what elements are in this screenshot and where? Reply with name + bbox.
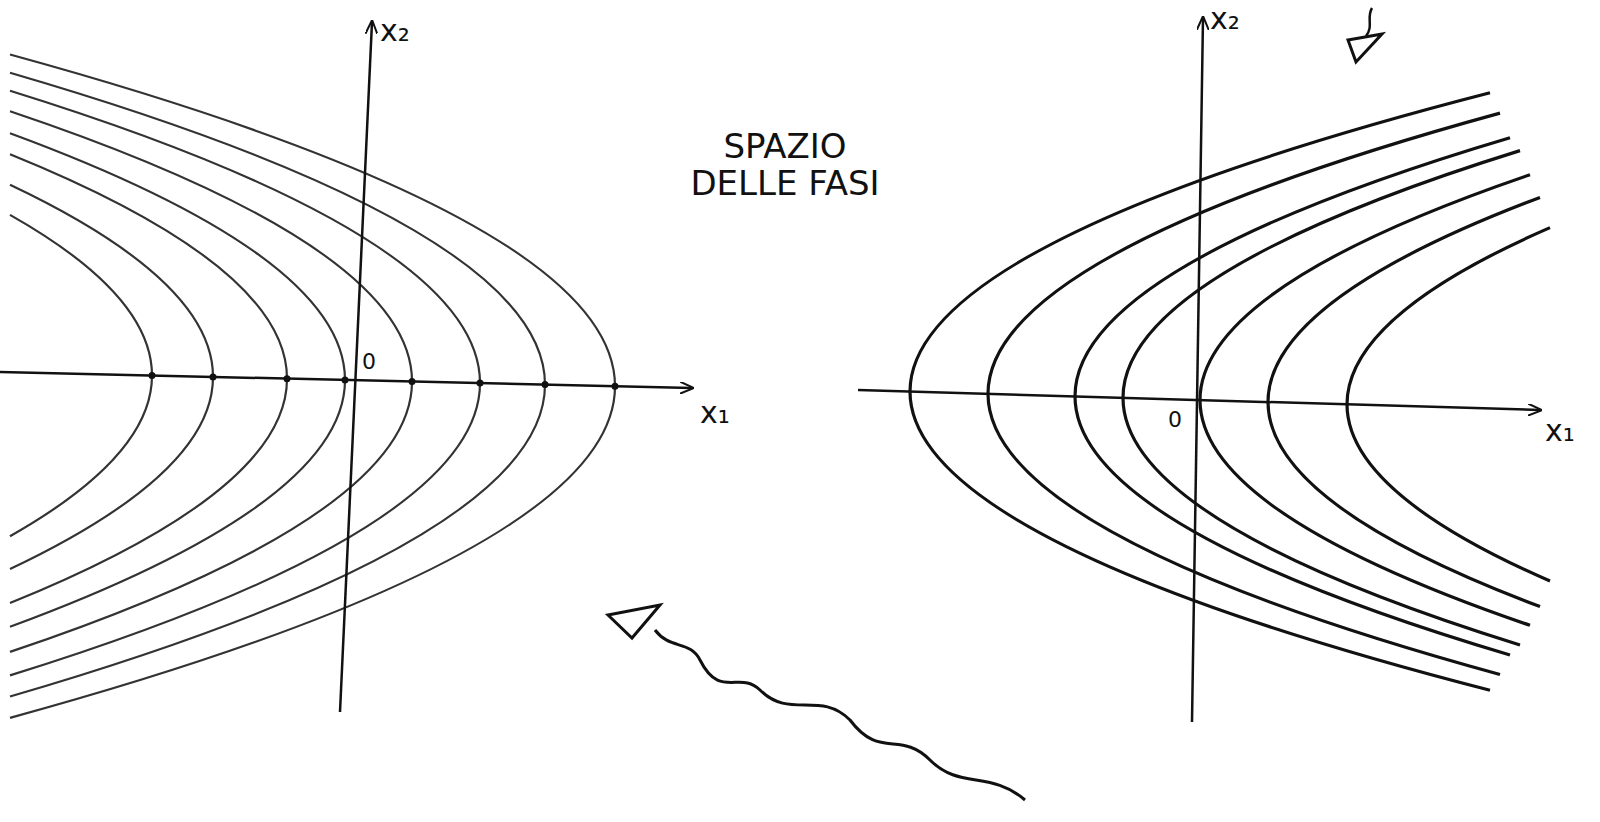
wavy-arrow	[655, 630, 1025, 800]
axis-label: x₂	[1210, 2, 1240, 35]
origin-label: 0	[362, 350, 376, 374]
axis-label: x₂	[380, 14, 410, 47]
pointer-arrow	[1348, 34, 1382, 62]
axis-x1	[858, 390, 1540, 410]
trajectory	[10, 91, 480, 676]
pointer-arrow	[1366, 8, 1372, 36]
trajectory	[1200, 175, 1530, 626]
axis-x2	[1192, 18, 1203, 722]
trajectory	[10, 111, 412, 652]
axis-label: x₁	[700, 396, 730, 429]
title-note: SPAZIO DELLE FASI	[690, 128, 880, 203]
trajectory	[1123, 151, 1520, 645]
trajectory	[10, 73, 545, 697]
trajectory	[1075, 138, 1510, 655]
trajectory	[988, 113, 1500, 674]
origin-label: 0	[1168, 408, 1182, 432]
trajectory	[10, 55, 615, 718]
axis-x1	[0, 372, 692, 388]
trajectory-set	[910, 93, 1550, 690]
axis-label: x₁	[1545, 414, 1575, 447]
wavy-arrow-head	[608, 605, 660, 638]
trajectory-set	[10, 55, 619, 718]
